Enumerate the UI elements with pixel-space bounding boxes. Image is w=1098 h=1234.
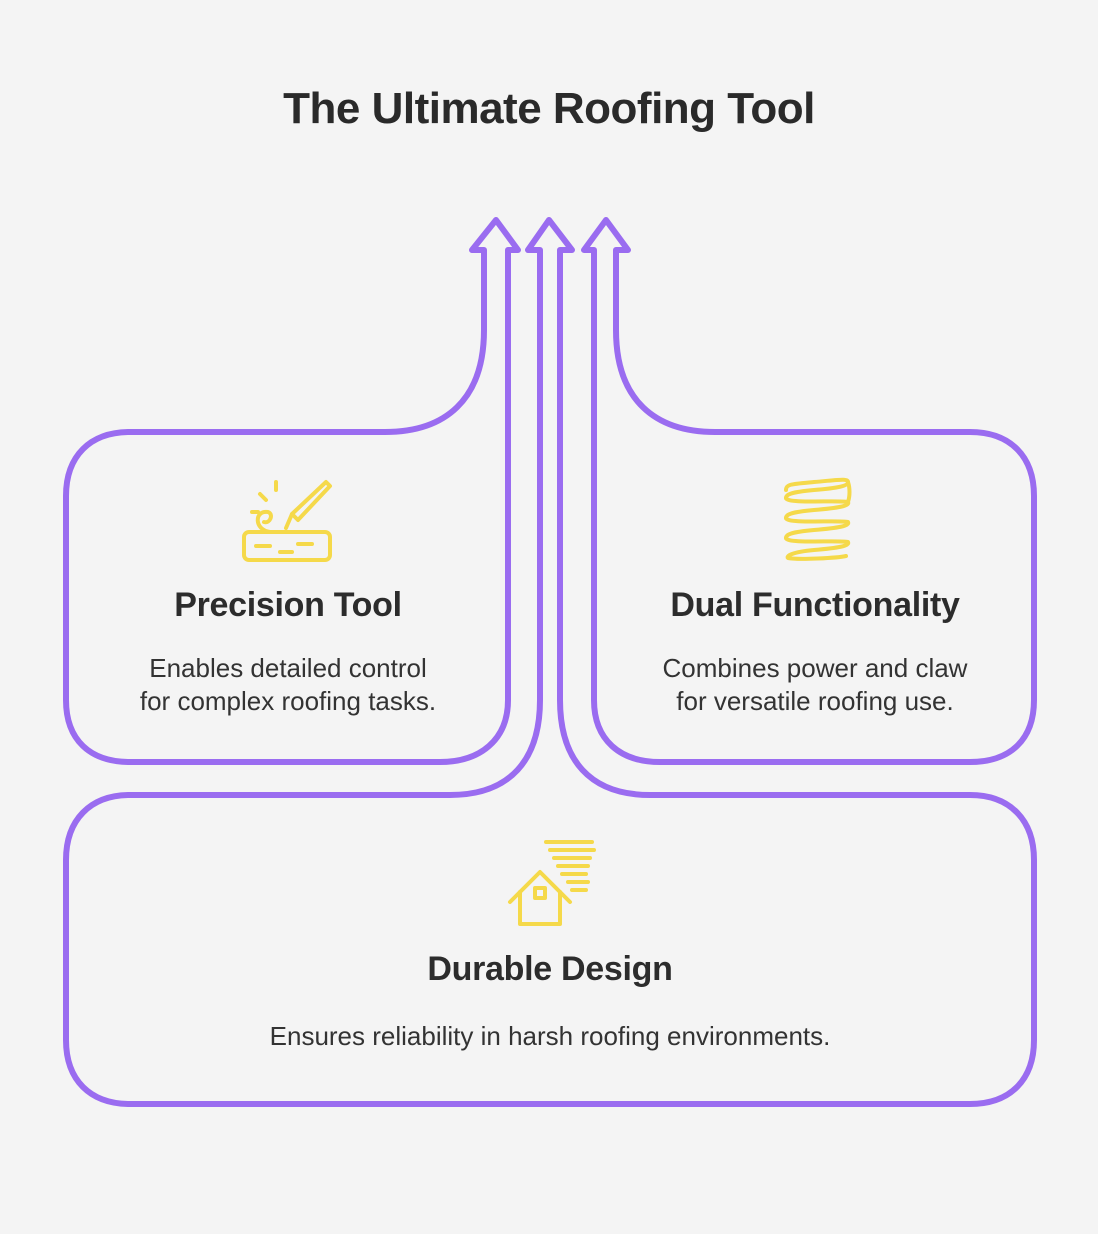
precision-tool-description: Enables detailed control for complex roo… (86, 652, 490, 718)
dual-functionality-description: Combines power and claw for versatile ro… (610, 652, 1020, 718)
dual-functionality-description-line2: for versatile roofing use. (676, 686, 954, 716)
coil-spring-icon (784, 477, 852, 561)
precision-tool-description-line2: for complex roofing tasks. (139, 686, 437, 716)
precision-tool-outline (63, 217, 521, 765)
dual-functionality-description-line1: Combines power and claw (662, 653, 968, 683)
durable-design-heading: Durable Design (427, 950, 673, 988)
durable-design-outline (63, 217, 1037, 1107)
precision-cutting-icon (242, 480, 332, 562)
precision-tool-heading: Precision Tool (174, 586, 402, 624)
durable-design-description: Ensures reliability in harsh roofing env… (269, 1021, 831, 1051)
house-wind-icon (508, 840, 596, 926)
precision-tool-description-line1: Enables detailed control (149, 653, 427, 683)
dual-functionality-heading: Dual Functionality (670, 586, 960, 624)
dual-functionality-outline (581, 217, 1037, 765)
page-title: The Ultimate Roofing Tool (283, 84, 815, 133)
